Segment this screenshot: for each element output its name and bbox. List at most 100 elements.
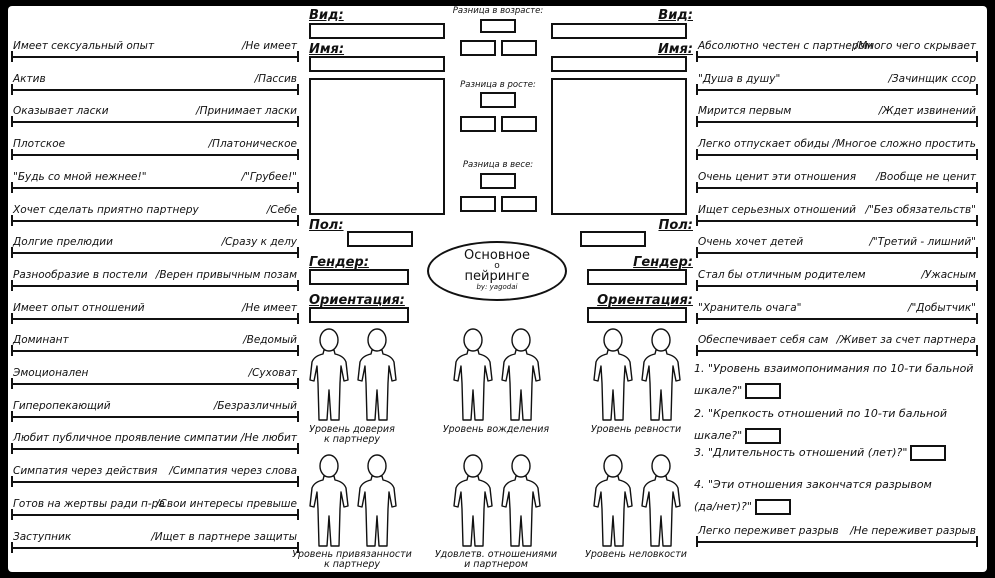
scale-line	[696, 350, 978, 353]
vid-field-left[interactable]	[309, 23, 445, 39]
scale-tick	[696, 116, 698, 128]
left-scale-0[interactable]: Имеет сексуальный опыт/Не имеет	[11, 40, 299, 64]
scale-tick	[696, 181, 698, 193]
scale-tick	[696, 51, 698, 62]
age-diff-box-left[interactable]	[460, 40, 496, 56]
scale-tick	[11, 51, 13, 62]
right-scale-1[interactable]: "Душа в душу"/Зачинщик ссор	[696, 73, 978, 97]
right-scale-0[interactable]: Абсолютно честен с партнером/Много чего …	[696, 40, 978, 64]
scale-tick	[696, 247, 698, 259]
scale-line	[11, 154, 299, 157]
height-diff-box-left[interactable]	[460, 116, 496, 132]
left-scale-6[interactable]: Долгие прелюдии/Сразу к делу	[11, 236, 299, 260]
person-figure	[593, 454, 633, 547]
portrait-box-left[interactable]	[309, 78, 445, 215]
left-scale-14[interactable]: Готов на жертвы ради п-ра/Свои интересы …	[11, 498, 299, 522]
age-diff-box-top[interactable]	[480, 19, 516, 33]
gender-label-left: Гендер:	[309, 255, 369, 270]
scale-right-label: /Живет за счет партнера	[836, 334, 976, 347]
scale-tick	[297, 116, 299, 128]
left-scale-12[interactable]: Любит публичное проявление симпатии/Не л…	[11, 432, 299, 456]
scale-tick	[976, 51, 978, 62]
scale-line	[11, 350, 299, 353]
scale-left-label: Абсолютно честен с партнером	[698, 40, 873, 52]
scale-tick	[297, 83, 299, 95]
left-scale-11[interactable]: Гиперопекающий/Безразличный	[11, 400, 299, 424]
left-scale-8[interactable]: Имеет опыт отношений/Не имеет	[11, 302, 299, 326]
scale-left-label: Готов на жертвы ради п-ра	[13, 497, 165, 510]
left-scale-10[interactable]: Эмоционален/Суховат	[11, 367, 299, 391]
name-field-right[interactable]	[551, 56, 687, 72]
person-figure	[501, 454, 541, 547]
left-scale-15[interactable]: Заступник/Ищет в партнере защиты	[11, 531, 299, 555]
weight-diff-box-top[interactable]	[480, 173, 516, 189]
name-field-left[interactable]	[309, 56, 445, 72]
left-scale-13[interactable]: Симпатия через действия/Симпатия через с…	[11, 465, 299, 489]
left-scale-7[interactable]: Разнообразие в постели/Верен привычным п…	[11, 269, 299, 293]
vid-field-right[interactable]	[551, 23, 687, 39]
scale-tick	[297, 508, 299, 520]
scale-right-label: /Много чего скрывает	[854, 40, 976, 52]
scale-tick	[976, 149, 978, 161]
right-scale-9[interactable]: Обеспечивает себя сам/Живет за счет парт…	[696, 334, 978, 358]
right-scale-7[interactable]: Стал бы отличным родителем/Ужасным	[696, 269, 978, 293]
left-scale-9[interactable]: Доминант/Ведомый	[11, 334, 299, 358]
figure-label-b: к партнеру	[323, 434, 381, 445]
scale-tick	[11, 149, 13, 161]
left-scale-5[interactable]: Хочет сделать приятно партнеру/Себе	[11, 204, 299, 228]
orient-field-left[interactable]	[309, 307, 409, 323]
height-diff-box-top[interactable]	[480, 92, 516, 108]
scale-tick	[11, 345, 13, 357]
question-1-box[interactable]	[745, 383, 782, 399]
person-figure	[309, 328, 349, 421]
right-scale-4[interactable]: Очень ценит эти отношения/Вообще не цени…	[696, 171, 978, 195]
left-scale-3[interactable]: Плотское/Платоническое	[11, 138, 299, 162]
question-4-box[interactable]	[754, 499, 791, 515]
scale-right-label: /Многое сложно простить	[832, 138, 976, 151]
portrait-box-right[interactable]	[551, 78, 687, 215]
scale-right-label: /Безразличный	[213, 399, 297, 412]
scale-line	[696, 154, 978, 157]
right-scale-8[interactable]: "Хранитель очага"/"Добытчик"	[696, 302, 978, 326]
scale-line	[696, 317, 978, 320]
left-scale-4[interactable]: "Будь со мной нежнее!"/"Грубее!"	[11, 171, 299, 195]
question-2-box[interactable]	[745, 428, 782, 444]
age-diff-box-right[interactable]	[501, 40, 537, 56]
scale-tick	[297, 378, 299, 389]
gender-field-left[interactable]	[309, 269, 409, 285]
right-scale-3[interactable]: Легко отпускает обиды/Многое сложно прос…	[696, 138, 978, 162]
height-diff-box-right[interactable]	[501, 116, 537, 132]
scale-right-label: /Принимает ласки	[196, 105, 297, 118]
scale-left-label: Симпатия через действия	[13, 465, 158, 478]
left-scale-2[interactable]: Оказывает ласки/Принимает ласки	[11, 105, 299, 129]
scale-left-label: Эмоционален	[13, 367, 89, 379]
scale-right-label: /Пассив	[254, 72, 297, 85]
right-scale-6[interactable]: Очень хочет детей/"Третий - лишний"	[696, 236, 978, 260]
scale-line	[11, 121, 299, 124]
question-2-text: 2. "Крепкость отношений по 10-ти бальной	[694, 407, 948, 420]
pol-field-right[interactable]	[580, 231, 646, 247]
right-scale-5[interactable]: Ищет серьезных отношений/"Без обязательс…	[696, 204, 978, 228]
weight-diff-box-left[interactable]	[460, 196, 496, 212]
scale-right-label: /Не имеет	[241, 301, 297, 314]
scale-right-label: /"Третий - лишний"	[869, 236, 976, 249]
left-scale-1[interactable]: Актив/Пассив	[11, 73, 299, 97]
scale-line	[11, 284, 299, 287]
scale-tick	[297, 443, 299, 455]
scale-right-label: /"Грубее!"	[241, 170, 297, 183]
scale-tick	[696, 279, 698, 291]
pol-field-left[interactable]	[347, 231, 413, 247]
scale-right-label: /Ищет в партнере защиты	[151, 530, 297, 543]
orient-field-right[interactable]	[587, 307, 687, 323]
scale-right-label: /Сразу к делу	[221, 236, 297, 249]
gender-field-right[interactable]	[587, 269, 687, 285]
weight-diff-box-right[interactable]	[501, 196, 537, 212]
question-3-box[interactable]	[910, 445, 947, 461]
scale-left-label: Имеет сексуальный опыт	[13, 40, 155, 52]
scale-left-label: Доминант	[13, 334, 69, 347]
scale-breakup[interactable]: Легко переживет разрыв /Не переживет раз…	[696, 525, 978, 549]
scale-line	[696, 121, 978, 124]
right-scale-2[interactable]: Мирится первым/Ждет извинений	[696, 105, 978, 129]
person-figure	[357, 454, 397, 547]
